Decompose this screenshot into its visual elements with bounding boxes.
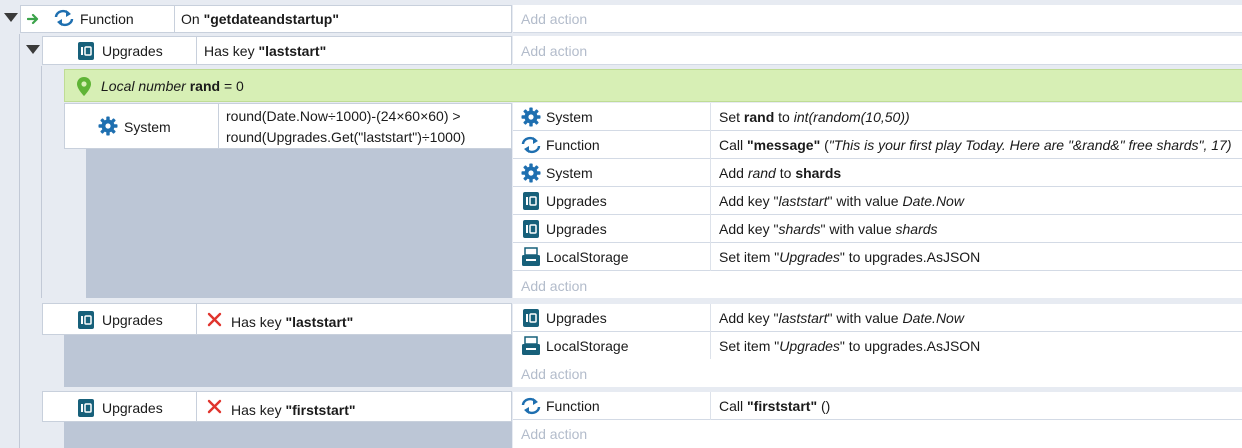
event1-add-action[interactable]: Add action: [521, 11, 588, 27]
action-column-divider: [710, 392, 711, 420]
event1-object-name: Function: [80, 11, 134, 27]
dictionary-icon: [77, 311, 95, 329]
event3-add-action-row[interactable]: [513, 271, 1242, 298]
event3-add-action[interactable]: Add action: [521, 278, 588, 294]
event2-condition-text: Has key "laststart": [204, 43, 327, 59]
event4-condition-block: [64, 334, 512, 387]
event2-object-cell[interactable]: [42, 36, 196, 65]
invert-x-icon: [206, 398, 222, 414]
action-object-name: Upgrades: [546, 221, 607, 237]
event2-add-action[interactable]: Add action: [521, 43, 588, 59]
event2-object-name: Upgrades: [102, 43, 163, 59]
function-icon: [520, 396, 542, 416]
function-icon: [520, 135, 542, 155]
local-storage-icon: [520, 336, 542, 356]
dictionary-icon: [77, 42, 95, 60]
action-text: Set item "Upgrades" to upgrades.AsJSON: [719, 338, 981, 354]
dictionary-icon: [77, 399, 95, 417]
event5-add-action-row[interactable]: [513, 420, 1242, 448]
tree-line-2: [41, 66, 42, 298]
action-text: Set item "Upgrades" to upgrades.AsJSON: [719, 249, 981, 265]
dictionary-icon: [520, 219, 542, 239]
action-object-name: Upgrades: [546, 310, 607, 326]
event2-action-area[interactable]: [513, 36, 1242, 65]
gear-icon: [98, 116, 118, 136]
event1-condition-text: On "getdateandstartup": [181, 11, 339, 27]
action-text: Call "firststart" (): [719, 398, 831, 414]
action-text: Add key "shards" with value shards: [719, 221, 938, 237]
event1-object-cell[interactable]: [20, 5, 174, 33]
action-column-divider: [710, 304, 711, 332]
action-column-divider: [710, 103, 711, 131]
event4-condition-text: Has key "laststart": [231, 314, 354, 330]
function-icon: [53, 8, 75, 28]
action-row[interactable]: [513, 304, 1242, 332]
dictionary-icon: [520, 191, 542, 211]
event4-condition-cell[interactable]: [196, 303, 512, 335]
event4-add-action-row[interactable]: [513, 359, 1242, 387]
action-object-name: Function: [546, 137, 600, 153]
gear-icon: [520, 163, 542, 183]
action-text: Set rand to int(random(10,50)): [719, 109, 910, 125]
action-column-divider: [710, 187, 711, 215]
invert-x-icon: [206, 311, 222, 327]
green-arrow-icon: [26, 11, 42, 27]
event4-object-cell[interactable]: [42, 303, 196, 335]
action-row[interactable]: [513, 159, 1242, 187]
action-column-divider: [710, 131, 711, 159]
action-column-divider: [710, 243, 711, 271]
map-pin-icon: [76, 76, 92, 96]
collapse-arrow-event2[interactable]: [26, 45, 40, 54]
event3-condition-line1: round(Date.Now÷1000)-(24×60×60) >: [226, 108, 461, 124]
action-column-divider: [710, 159, 711, 187]
event4-object-name: Upgrades: [102, 312, 163, 328]
action-text: Call "message" ("This is your first play…: [719, 137, 1232, 153]
collapse-arrow-event1[interactable]: [4, 13, 18, 22]
action-row[interactable]: [513, 392, 1242, 420]
action-object-name: Function: [546, 398, 600, 414]
tree-line-1: [19, 34, 20, 448]
action-object-name: System: [546, 109, 593, 125]
event4-add-action[interactable]: Add action: [521, 366, 588, 382]
event3-condition-cell[interactable]: [218, 103, 512, 149]
action-row[interactable]: [513, 215, 1242, 243]
action-row[interactable]: [513, 103, 1242, 131]
action-text: Add key "laststart" with value Date.Now: [719, 193, 964, 209]
action-text: Add key "laststart" with value Date.Now: [719, 310, 964, 326]
event5-condition-text: Has key "firststart": [231, 402, 356, 418]
event5-condition-block: [64, 421, 512, 448]
action-row[interactable]: [513, 243, 1242, 271]
local-variable-text: Local number rand = 0: [101, 78, 244, 94]
event2-condition-cell[interactable]: [196, 36, 512, 65]
event1-condition-cell[interactable]: [174, 5, 512, 33]
action-column-divider: [710, 332, 711, 360]
local-storage-icon: [520, 247, 542, 267]
local-variable-row[interactable]: [64, 69, 1242, 102]
event3-condition-line2: round(Upgrades.Get("laststart")÷1000): [226, 129, 466, 145]
dictionary-icon: [520, 308, 542, 328]
event3-object-name: System: [124, 119, 171, 135]
action-row[interactable]: [513, 131, 1242, 159]
event1-action-area[interactable]: [513, 5, 1242, 33]
event5-condition-cell[interactable]: [196, 391, 512, 422]
action-object-name: Upgrades: [546, 193, 607, 209]
action-text: Add rand to shards: [719, 165, 842, 181]
event3-condition-block: [86, 148, 512, 298]
action-column-divider: [710, 215, 711, 243]
gear-icon: [520, 107, 542, 127]
event5-object-cell[interactable]: [42, 391, 196, 422]
event5-object-name: Upgrades: [102, 400, 163, 416]
action-object-name: System: [546, 165, 593, 181]
event5-add-action[interactable]: Add action: [521, 426, 588, 442]
action-object-name: LocalStorage: [546, 249, 629, 265]
action-row[interactable]: [513, 187, 1242, 215]
event3-object-cell[interactable]: [64, 103, 218, 149]
action-object-name: LocalStorage: [546, 338, 629, 354]
